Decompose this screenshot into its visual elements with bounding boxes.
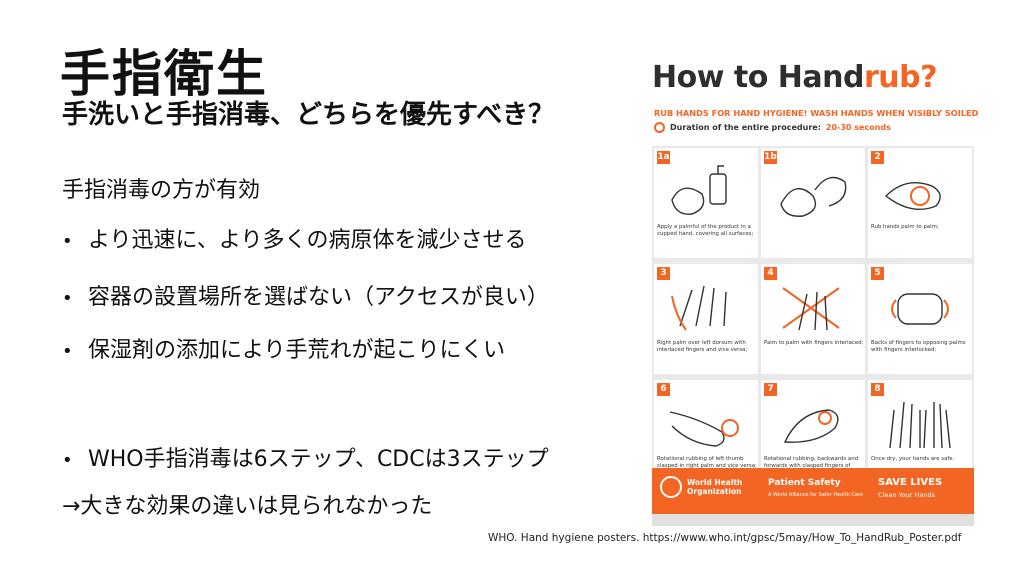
poster-title-accent: rub? — [863, 60, 938, 95]
patient-safety-sub: A World Alliance for Safer Health Care — [768, 492, 863, 498]
bullet-item: • WHO手指消毒は6ステップ、CDCは3ステップ — [62, 445, 549, 476]
step-number: 4 — [764, 267, 777, 280]
section-heading: 手指消毒の方が有効 — [62, 178, 261, 203]
duration-label: Duration of the entire procedure: — [670, 123, 821, 132]
handrub-poster: How to Handrub? RUB HANDS FOR HAND HYGIE… — [652, 56, 978, 526]
poster-step: 1b — [761, 148, 865, 258]
step-caption: Once dry, your hands are safe. — [871, 456, 955, 462]
fingertip-rub-icon — [783, 409, 839, 443]
poster-subtitle: RUB HANDS FOR HAND HYGIENE! WASH HANDS W… — [654, 108, 979, 118]
globe-icon — [660, 476, 682, 498]
poster-step: 1a Apply a palmful of the product in a c… — [654, 148, 758, 258]
poster-step: 5 Backs of fingers to opposing palms wit… — [868, 264, 972, 374]
step-number: 5 — [871, 267, 884, 280]
step-number: 6 — [657, 383, 670, 396]
poster-step-grid: 1a Apply a palmful of the product in a c… — [652, 146, 974, 504]
org-line: Organization — [687, 487, 742, 496]
citation-text: WHO. Hand hygiene posters. https://www.w… — [488, 532, 962, 544]
fingers-interlocked-icon — [891, 293, 949, 325]
step-caption: Backs of fingers to opposing palms with … — [871, 340, 966, 353]
hand-bottle-icon — [671, 165, 727, 215]
bullet-item: • より迅速に、より多くの病原体を減少させる — [62, 226, 526, 257]
slide-title: 手指衛生 — [60, 45, 268, 103]
fingers-interlaced-icon — [782, 287, 840, 331]
bullet-dot: • — [62, 450, 73, 471]
bullet-item: • 容器の設置場所を選ばない（アクセスが良い） — [62, 283, 549, 314]
step-number: 8 — [871, 383, 884, 396]
step-caption: Right palm over left dorsum with interla… — [657, 340, 748, 353]
bullet-text: より迅速に、より多くの病原体を減少させる — [88, 228, 527, 253]
step-number: 1b — [764, 151, 777, 164]
step-caption: Apply a palmful of the product in a cupp… — [657, 224, 754, 237]
hand-cupped-icon — [780, 176, 847, 217]
bullet-text: 保湿剤の添加により手荒れが起こりにくい — [88, 338, 506, 363]
step-number: 1a — [657, 151, 670, 164]
bullet-dot: • — [62, 341, 73, 362]
bullet-dot: • — [62, 231, 73, 252]
bullet-dot: • — [62, 288, 73, 309]
clock-icon — [654, 122, 665, 133]
poster-title-main: How to Hand — [652, 60, 864, 95]
step-caption: Palm to palm with fingers interlaced; — [764, 340, 864, 346]
clean-hands-icon — [889, 401, 951, 449]
step-caption: Rotational rubbing of left thumb clasped… — [657, 456, 757, 469]
step-number: 7 — [764, 383, 777, 396]
bullet-text: WHO手指消毒は6ステップ、CDCは3ステップ — [88, 447, 549, 472]
slide-subtitle: 手洗いと手指消毒、どちらを優先すべき？ — [62, 100, 555, 130]
poster-duration: Duration of the entire procedure: 20-30 … — [654, 122, 891, 133]
clean-hands-label: Clean Your Hands — [878, 491, 935, 499]
poster-fine-print — [652, 514, 974, 526]
step-caption: Rub hands palm to palm; — [871, 224, 939, 230]
save-lives-label: SAVE LIVES — [878, 477, 943, 488]
step-number: 3 — [657, 267, 670, 280]
bullet-item: • 保湿剤の添加により手荒れが起こりにくい — [62, 336, 505, 367]
poster-step: 3 Right palm over left dorsum with inter… — [654, 264, 758, 374]
duration-value: 20-30 seconds — [825, 123, 891, 132]
hands-palm-icon — [884, 182, 941, 210]
hands-dorsum-icon — [671, 285, 727, 331]
step-number: 2 — [871, 151, 884, 164]
conclusion-text: →大きな効果の違いは見られなかった — [62, 494, 433, 519]
poster-step: 4 Palm to palm with fingers interlaced; — [761, 264, 865, 374]
bullet-text: 容器の設置場所を選ばない（アクセスが良い） — [88, 285, 549, 310]
poster-step: 2 Rub hands palm to palm; — [868, 148, 972, 258]
thumb-rub-icon — [669, 411, 739, 447]
poster-title: How to Handrub? — [652, 60, 938, 95]
org-line: World Health — [687, 478, 743, 487]
patient-safety-label: Patient Safety — [768, 478, 841, 488]
